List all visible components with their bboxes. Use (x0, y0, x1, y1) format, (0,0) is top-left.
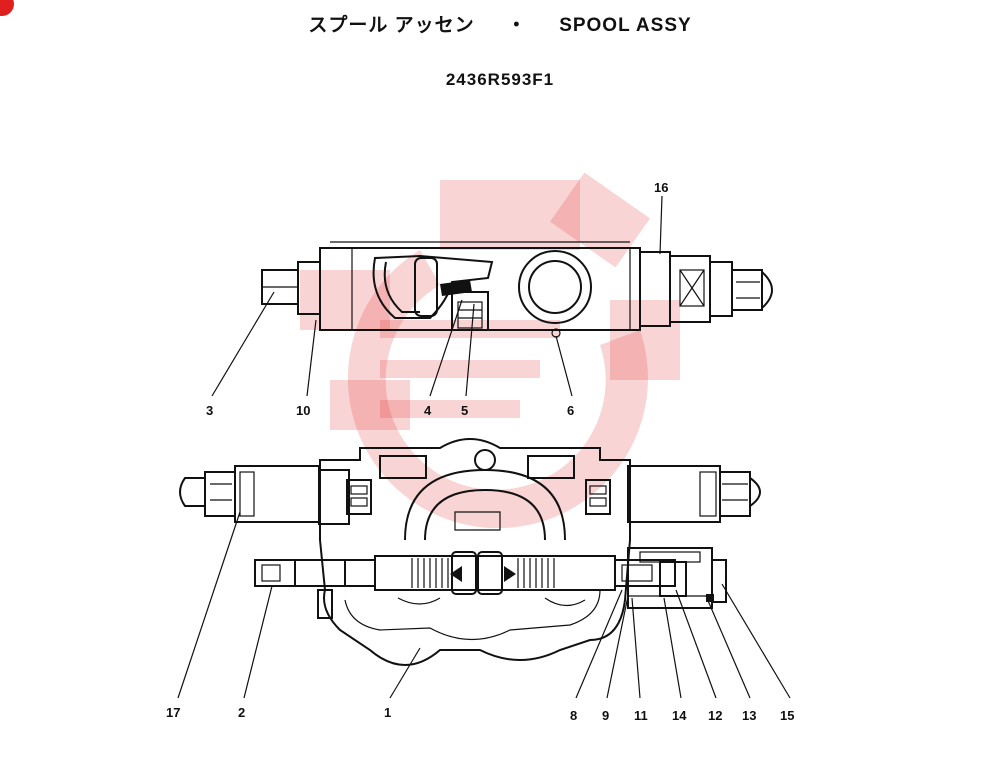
spool-spring (411, 558, 555, 588)
upper-view (261, 241, 773, 338)
callout-2: 2 (238, 705, 245, 720)
leader-lines (177, 195, 791, 699)
callout-17: 17 (166, 705, 180, 720)
callout-15: 15 (780, 708, 794, 723)
title-separator: ・ (506, 15, 527, 36)
corner-badge (0, 0, 14, 16)
callout-14: 14 (672, 708, 687, 723)
part-number: 2436R593F1 (445, 70, 555, 89)
callout-5: 5 (461, 403, 468, 418)
lower-view (179, 438, 761, 666)
watermark-gear (300, 172, 680, 529)
callout-labels: 3 10 4 5 6 16 17 2 1 8 9 11 14 12 13 15 (166, 180, 794, 723)
title-japanese: スプール アッセン (308, 15, 475, 36)
callout-4: 4 (424, 403, 432, 418)
callout-13: 13 (742, 708, 756, 723)
callout-12: 12 (708, 708, 722, 723)
callout-10: 10 (296, 403, 310, 418)
callout-8: 8 (570, 708, 577, 723)
callout-9: 9 (602, 708, 609, 723)
callout-6: 6 (567, 403, 574, 418)
callout-1: 1 (384, 705, 391, 720)
callout-3: 3 (206, 403, 213, 418)
callout-11: 11 (634, 708, 648, 723)
drawing-title: スプール アッセン ・ SPOOL ASSY (0, 10, 1000, 37)
title-english: SPOOL ASSY (559, 15, 692, 36)
callout-16: 16 (654, 180, 668, 195)
